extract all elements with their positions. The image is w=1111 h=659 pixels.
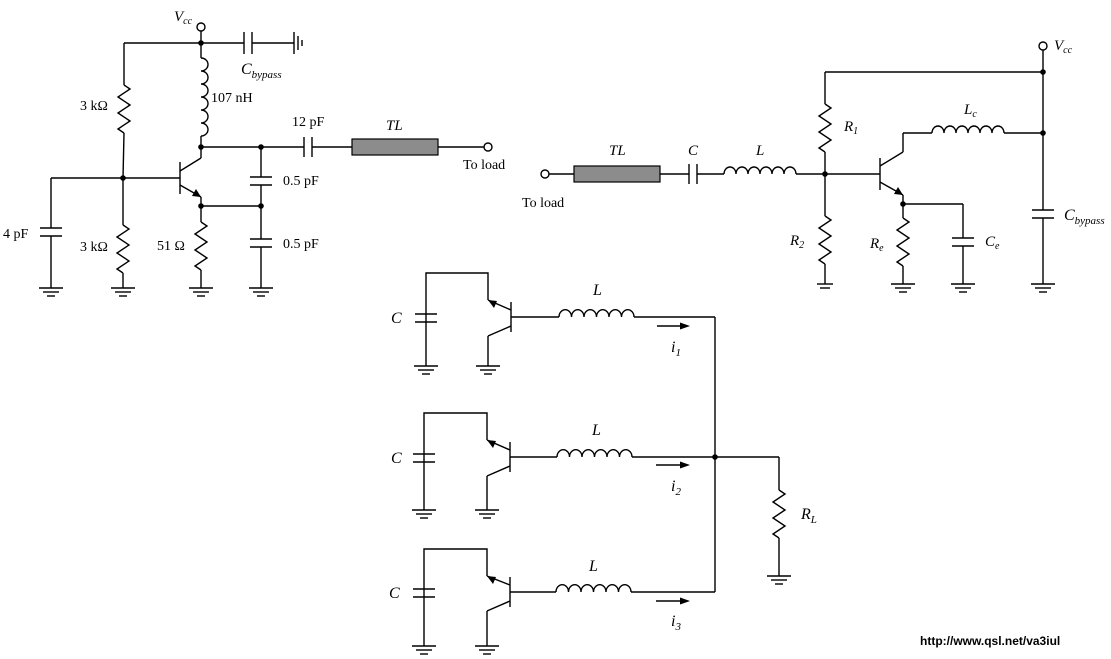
left-output-terminal	[483, 142, 493, 152]
ground-icon	[412, 509, 436, 519]
left-cbypass-ground-icon	[293, 32, 303, 54]
combiner-l1-label: L	[592, 282, 602, 299]
combiner-inductor-3	[555, 584, 632, 593]
combiner-branch-3: C L i3	[389, 548, 715, 655]
right-l-label: L	[755, 143, 764, 159]
right-transmission-line	[573, 165, 661, 183]
combiner-i3-label: i3	[671, 613, 681, 633]
left-bias-resistor-bottom	[115, 224, 131, 274]
right-input-terminal	[540, 169, 550, 179]
right-r1	[817, 103, 833, 153]
ground-icon	[891, 283, 915, 293]
left-bias-resistor-top	[116, 84, 132, 134]
left-inductor-label: 107 nH	[211, 91, 253, 106]
ground-icon	[475, 645, 499, 655]
combiner-inductor-1	[558, 309, 635, 318]
right-r2-label: R2	[789, 233, 804, 251]
combiner-c3-label: C	[389, 585, 400, 602]
ground-icon	[1031, 283, 1055, 293]
ground-icon	[767, 575, 791, 585]
left-transmission-line	[351, 138, 439, 156]
load-resistor	[771, 489, 787, 539]
right-re	[895, 217, 911, 267]
left-rtop-label: 3 kΩ	[80, 99, 108, 114]
ground-icon	[189, 287, 213, 297]
left-remitter-label: 51 Ω	[157, 239, 185, 254]
ground-icon	[414, 365, 438, 375]
right-r1-label: R1	[843, 119, 858, 137]
right-vcc-label: Vcc	[1054, 38, 1073, 56]
combiner-l3-label: L	[588, 558, 598, 575]
combiner-c1-label: C	[391, 310, 402, 327]
right-collector-inductor	[931, 125, 1005, 134]
right-r2	[817, 215, 833, 265]
left-emitter-resistor	[193, 221, 209, 271]
combiner-l2-label: L	[591, 422, 601, 439]
combiner-branch-2: C L i2	[391, 412, 715, 519]
combiner-circuit: C L i1 C	[389, 272, 817, 655]
right-vcc-terminal	[1038, 41, 1048, 51]
ground-icon	[475, 509, 499, 519]
right-to-load-label: To load	[522, 196, 564, 211]
combiner-i2-label: i2	[671, 478, 681, 498]
ground-icon	[476, 365, 500, 375]
right-transistor	[879, 133, 904, 196]
left-rbottom-label: 3 kΩ	[80, 240, 108, 255]
ground-icon	[951, 283, 975, 293]
left-input-cap-label: 4 pF	[3, 227, 29, 242]
right-lc-label: Lc	[963, 102, 977, 120]
source-url: http://www.qsl.net/va3iul	[920, 634, 1060, 648]
combiner-i1-label: i1	[671, 339, 681, 359]
right-ce-label: Ce	[985, 234, 1000, 252]
right-re-label: Re	[869, 236, 884, 254]
left-cfb2-label: 0.5 pF	[283, 237, 319, 252]
combiner-c2-label: C	[391, 450, 402, 467]
load-resistor-label: RL	[800, 506, 817, 526]
left-cbypass-label: Cbypass	[241, 61, 282, 81]
right-tl-label: TL	[609, 143, 626, 159]
left-vcc-terminal	[196, 22, 206, 32]
ground-icon	[817, 283, 833, 289]
left-output-cap-label: 12 pF	[292, 115, 325, 130]
combiner-inductor-2	[556, 449, 633, 458]
ground-icon	[412, 645, 436, 655]
ground-icon	[111, 287, 135, 297]
left-transistor	[179, 147, 202, 198]
ground-icon	[39, 287, 63, 297]
left-vcc-label: Vcc	[174, 9, 193, 27]
left-to-load-label: To load	[463, 158, 505, 173]
combiner-branch-1: C L i1	[391, 272, 715, 375]
left-circuit: Vcc Cbypass 107 nH 12 pF TL To load	[3, 9, 505, 297]
right-cbypass-label: Cbypass	[1064, 207, 1105, 227]
right-circuit: Vcc To load TL C L R1 R2	[522, 38, 1105, 293]
left-tl-label: TL	[386, 118, 403, 134]
left-collector-inductor	[200, 57, 209, 137]
ground-icon	[249, 287, 273, 297]
left-cfb1-label: 0.5 pF	[283, 174, 319, 189]
right-series-inductor	[723, 166, 797, 175]
right-c-label: C	[688, 143, 699, 159]
